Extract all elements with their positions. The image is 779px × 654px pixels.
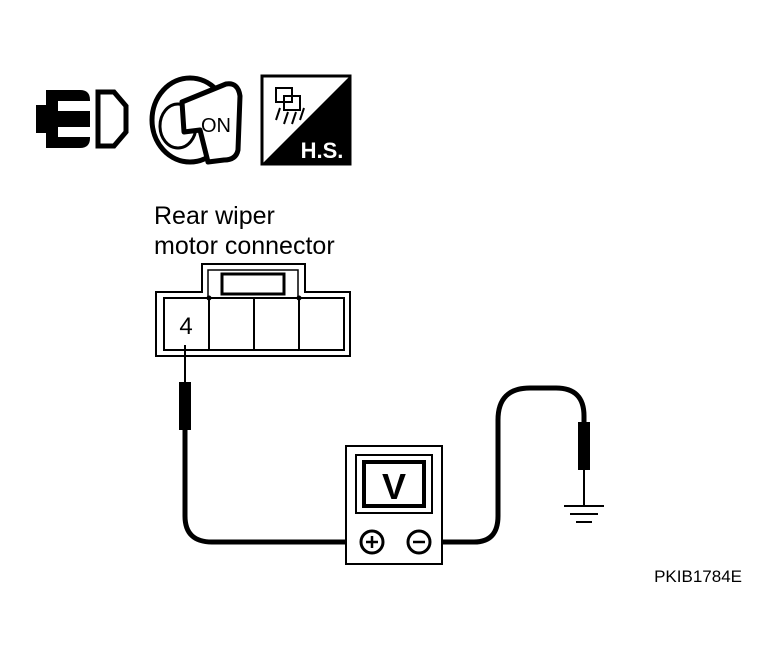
figure-code: PKIB1784E bbox=[654, 567, 742, 586]
ignition-key-on-icon: ON bbox=[149, 75, 243, 165]
ground-symbol-icon bbox=[564, 505, 604, 523]
harness-side-label: H.S. bbox=[301, 138, 344, 163]
positive-probe-lead bbox=[179, 345, 360, 545]
connector-title-line2: motor connector bbox=[154, 232, 335, 260]
connector-disconnect-icon bbox=[36, 89, 129, 149]
harness-side-icon: H.S. bbox=[260, 74, 352, 166]
ignition-on-label: ON bbox=[201, 115, 231, 137]
voltmeter: V bbox=[345, 445, 443, 565]
connector-title-line1: Rear wiper bbox=[154, 202, 275, 230]
negative-probe-lead bbox=[430, 385, 590, 545]
terminal-label: 4 bbox=[179, 313, 192, 340]
rear-wiper-motor-connector: 4 bbox=[155, 263, 351, 357]
meter-display: V bbox=[382, 466, 406, 507]
